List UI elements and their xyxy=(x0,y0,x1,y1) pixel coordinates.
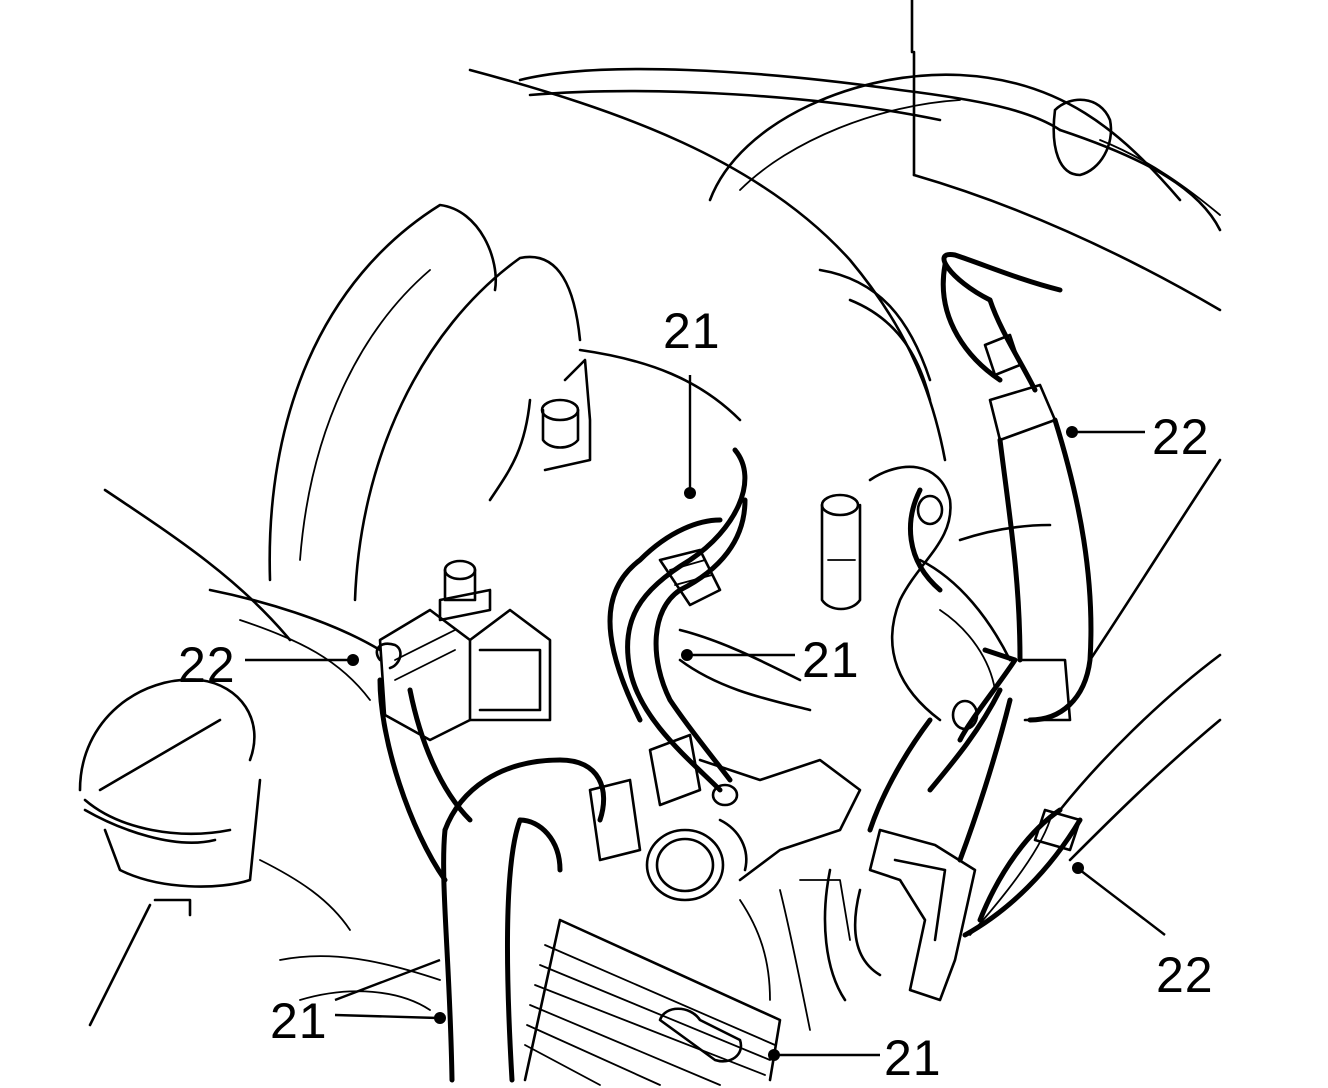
callout-label: 21 xyxy=(802,632,860,688)
connector-block-left xyxy=(375,559,552,742)
hose-22-right xyxy=(908,251,1094,863)
grille-fins xyxy=(524,944,776,1086)
callout-leaders xyxy=(245,375,1166,1061)
callout-label: 22 xyxy=(1156,947,1214,1003)
background-structure xyxy=(78,0,1222,1086)
hose-21-lower xyxy=(377,677,607,1083)
callout-labels: 21 21 21 21 22 22 22 xyxy=(178,303,1214,1086)
hose-21-center xyxy=(588,447,812,862)
callout-label: 21 xyxy=(884,1030,942,1086)
callout-label: 21 xyxy=(663,303,721,359)
callout-label: 22 xyxy=(178,637,236,693)
callout-label: 22 xyxy=(1152,409,1210,465)
hose-22-lower-right xyxy=(823,717,1083,1002)
callout-label: 21 xyxy=(270,993,328,1049)
